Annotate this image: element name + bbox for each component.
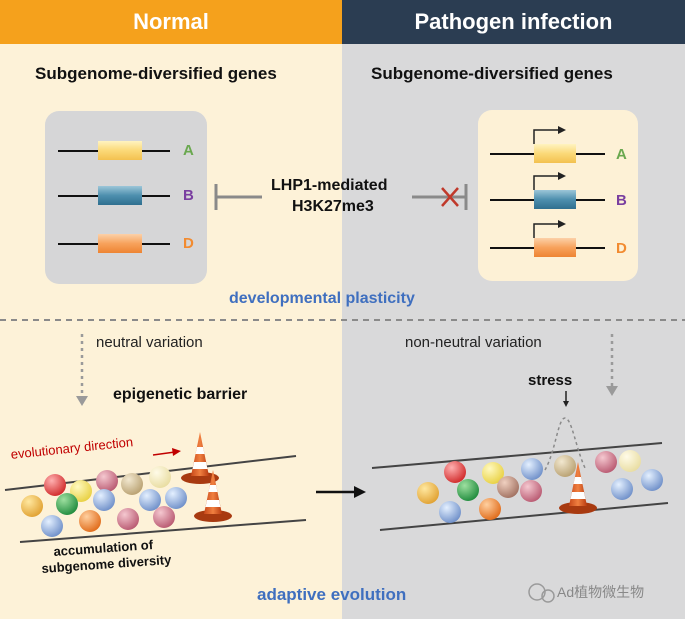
left-allele-balls <box>21 466 187 537</box>
gene-label-a: A <box>616 146 627 163</box>
allele-ball <box>139 489 161 511</box>
allele-ball <box>444 461 466 483</box>
allele-ball <box>595 451 617 473</box>
epigenetic-barrier-label: epigenetic barrier <box>113 386 248 403</box>
gene-label-d: D <box>616 240 627 257</box>
normal-gene-b <box>58 186 170 205</box>
traffic-cone-icon <box>559 462 597 514</box>
allele-ball <box>457 479 479 501</box>
allele-ball <box>93 489 115 511</box>
gene-label-b: B <box>183 187 194 204</box>
allele-ball <box>21 495 43 517</box>
adaptive-evolution-label: adaptive evolution <box>257 585 407 604</box>
traffic-cone-icon <box>181 432 219 484</box>
normal-gene-d <box>58 234 170 253</box>
allele-ball <box>79 510 101 532</box>
allele-ball <box>482 462 504 484</box>
left-channel-bottom <box>19 519 307 543</box>
pathogen-header: Pathogen infection <box>342 0 685 44</box>
allele-ball <box>96 470 118 492</box>
allele-ball <box>417 482 439 504</box>
allele-ball <box>149 466 171 488</box>
normal-gene-a <box>58 141 170 160</box>
mechanism-line1: LHP1-mediated <box>271 177 388 194</box>
allele-ball <box>554 455 576 477</box>
pathogen-panel: Pathogen infection <box>342 0 685 619</box>
gene-label-b: B <box>616 192 627 209</box>
allele-ball <box>619 450 641 472</box>
blocked-inhibition-symbol <box>412 184 468 210</box>
allele-ball <box>497 476 519 498</box>
allele-ball <box>41 515 63 537</box>
traffic-cone-icon <box>194 470 232 522</box>
right-allele-balls <box>417 450 663 523</box>
allele-ball <box>70 480 92 502</box>
evolutionary-direction-arrow <box>152 451 176 456</box>
gene-label-a: A <box>183 142 194 159</box>
allele-ball <box>121 473 143 495</box>
mechanism-line2: H3K27me3 <box>292 198 374 215</box>
left-arrow-head <box>76 396 88 406</box>
watermark-logo-icon <box>528 583 555 603</box>
normal-section-title: Subgenome-diversified genes <box>35 64 277 83</box>
allele-ball <box>165 487 187 509</box>
pathogen-gene-b <box>490 172 605 209</box>
right-arrow-head <box>606 386 618 396</box>
evolutionary-arrow-head <box>172 448 181 456</box>
allele-ball <box>611 478 633 500</box>
allele-ball <box>479 498 501 520</box>
inhibition-symbol <box>214 184 262 210</box>
allele-ball <box>439 501 461 523</box>
transition-arrow-head <box>354 486 366 498</box>
normal-header: Normal <box>0 0 342 44</box>
cross-mark-icon <box>441 187 459 207</box>
allele-ball <box>117 508 139 530</box>
stress-curve <box>544 417 587 471</box>
pathogen-gene-a <box>490 126 605 163</box>
right-channel-top <box>371 442 663 469</box>
neutral-variation-label: neutral variation <box>96 334 203 351</box>
developmental-plasticity-label: developmental plasticity <box>229 290 415 307</box>
allele-ball <box>641 469 663 491</box>
allele-ball <box>521 458 543 480</box>
allele-ball <box>56 493 78 515</box>
allele-ball <box>44 474 66 496</box>
stress-label: stress <box>528 372 573 389</box>
pathogen-gene-d <box>490 220 605 257</box>
stress-arrow-head <box>563 401 569 407</box>
gene-label-d: D <box>183 235 194 252</box>
non-neutral-variation-label: non-neutral variation <box>405 334 542 351</box>
pathogen-section-title: Subgenome-diversified genes <box>371 64 613 83</box>
allele-ball <box>153 506 175 528</box>
right-channel-bottom <box>379 502 669 531</box>
watermark-text: Ad植物微生物 <box>557 584 645 600</box>
allele-ball <box>520 480 542 502</box>
